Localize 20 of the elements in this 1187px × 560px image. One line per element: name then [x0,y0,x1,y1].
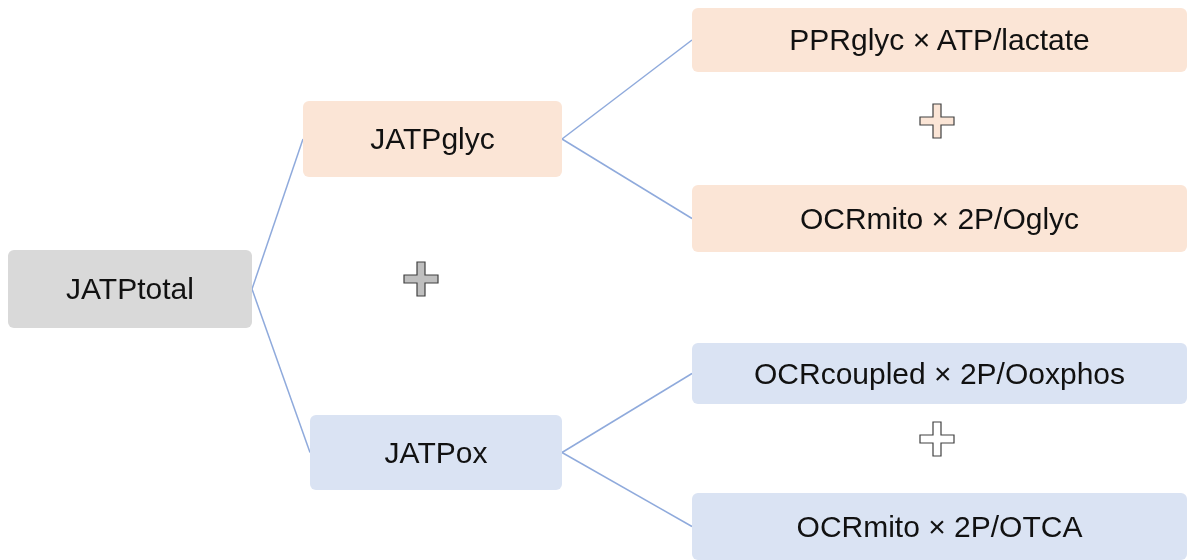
formula-box [692,343,1187,404]
connector-line [251,138,304,290]
formula-text: OCRcoupled × 2P/Ooxphos [753,356,1125,391]
formula-box [692,493,1187,560]
formula-box [692,185,1187,252]
formula-box [303,101,562,177]
formula-text: JATPox [384,435,488,470]
formula-text: OCRmito × 2P/Oglyc [799,201,1080,236]
formula-text: OCRmito × 2P/OTCA [796,509,1083,544]
formula-box [310,415,562,490]
formula-box [692,8,1187,72]
formula-text: JATPglyc [370,122,495,156]
connector-line [561,39,693,140]
connector-line [561,451,693,528]
connector-line [561,372,693,454]
connector-line [251,288,311,454]
formula-text: PPRglyc × ATP/lactate [789,23,1090,57]
connector-line [561,138,693,220]
formula-text: JATPtotal [66,272,194,306]
formula-box [8,250,252,328]
